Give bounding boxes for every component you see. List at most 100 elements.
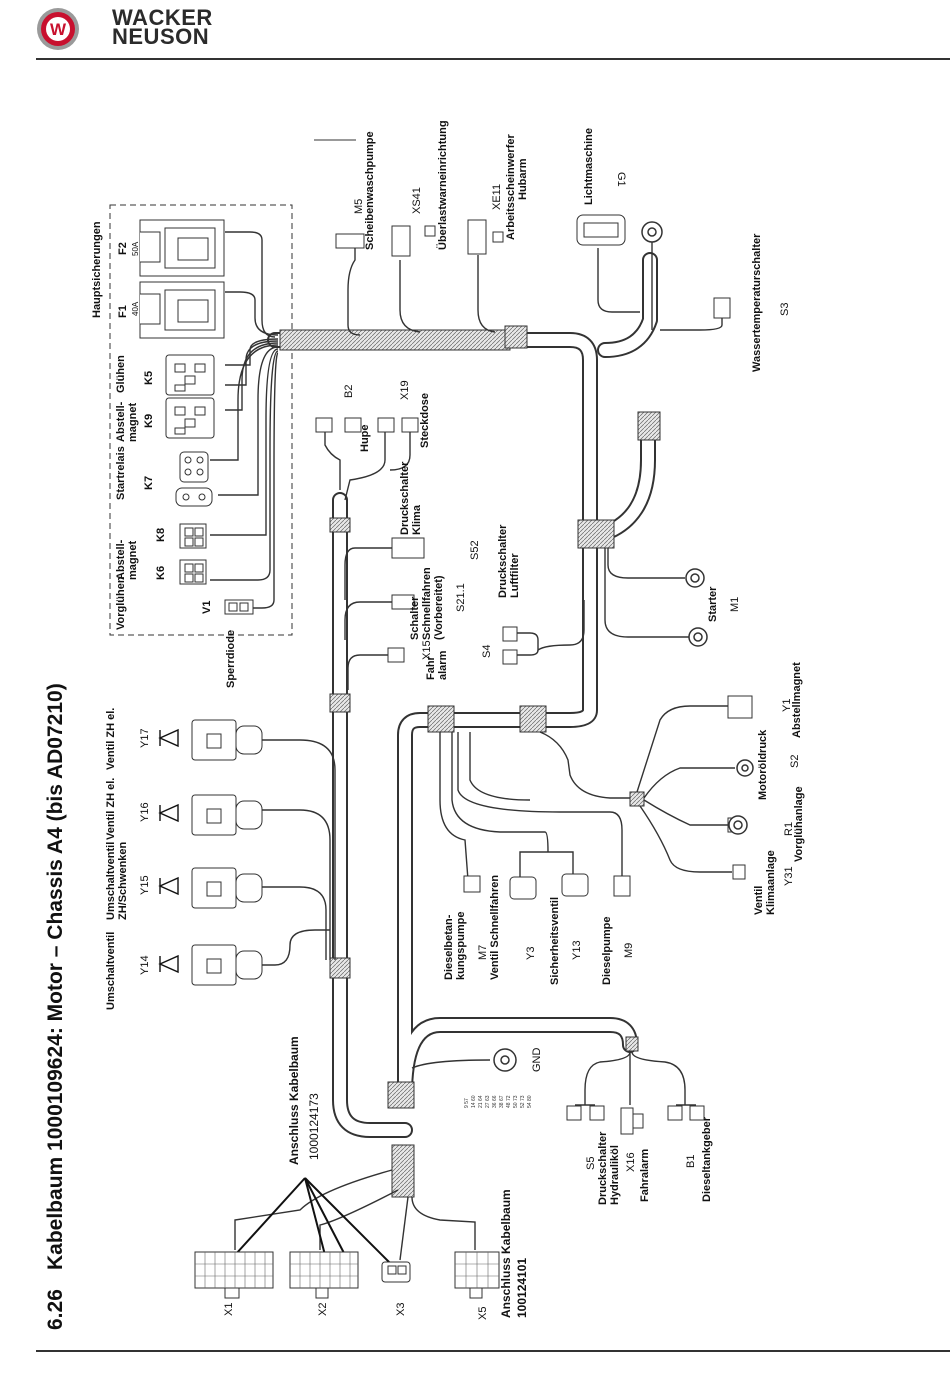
diode-v1 bbox=[224, 599, 254, 615]
label-dieselbetankungspumpe: Dieselbetan-kungspumpe bbox=[443, 912, 467, 980]
label-sicherheitsventil: Sicherheitsventil bbox=[549, 897, 561, 985]
label-motoroeldruck: Motoröldruck bbox=[757, 729, 769, 800]
label-fahralarm-top-l1: Fahr bbox=[425, 655, 437, 680]
label-abstell-k8-l1: Abstell- bbox=[115, 539, 127, 580]
label-luftfilter-l1: Druckschalter bbox=[497, 524, 509, 598]
label-x16: X16 bbox=[625, 1152, 637, 1172]
label-ventil-zh-y17: Ventil ZH el. bbox=[105, 708, 117, 770]
header-rule bbox=[36, 58, 950, 60]
label-s5: S5 bbox=[585, 1157, 597, 1170]
label-vorgluehanlage: Vorglühanlage bbox=[793, 786, 805, 862]
label-gnd: GND bbox=[531, 1048, 543, 1073]
relay-box-outline bbox=[109, 204, 293, 636]
logo-letter: W bbox=[50, 20, 67, 39]
label-fahralarm-top: Fahralarm bbox=[425, 650, 449, 680]
label-wassertemperaturschalter: Wassertemperaturschalter bbox=[751, 233, 763, 372]
label-f1-rating: 40A bbox=[131, 301, 140, 316]
label-umschaltventil-zh-l1: Umschaltventil bbox=[105, 842, 117, 920]
label-x3: X3 bbox=[395, 1303, 407, 1316]
pin-numbers-6: 48 72 bbox=[506, 1095, 512, 1108]
connector-pin-grid bbox=[195, 1252, 499, 1288]
label-y16: Y16 bbox=[139, 802, 151, 822]
label-kabelbaum-nr-2: 100124101 bbox=[515, 1258, 529, 1318]
harness-bundle-inner bbox=[269, 254, 656, 1136]
wires bbox=[210, 231, 735, 1261]
label-r1: R1 bbox=[783, 822, 795, 836]
wacker-neuson-logo-icon: W bbox=[37, 8, 79, 50]
label-m5: M5 bbox=[353, 199, 365, 214]
label-anschluss-kabelbaum-1: Anschluss Kabelbaum bbox=[287, 1036, 301, 1165]
pin-numbers-1: 14 60 bbox=[471, 1095, 477, 1108]
label-ventil-klimaanlage: VentilKlimaanlage bbox=[753, 850, 777, 915]
pin-numbers-3: 27 63 bbox=[485, 1095, 491, 1108]
label-y1: Y1 bbox=[781, 699, 793, 712]
pin-numbers-7: 50 73 bbox=[513, 1095, 519, 1108]
valve-y17 bbox=[191, 719, 263, 761]
label-f2-rating: 50A bbox=[131, 241, 140, 256]
pin-numbers-4: 36 66 bbox=[492, 1095, 498, 1108]
valve-y15 bbox=[191, 867, 263, 909]
valve-y16 bbox=[191, 794, 263, 836]
relay-k7 bbox=[175, 451, 213, 507]
label-anschluss-kabelbaum-2: Anschluss Kabelbaum bbox=[499, 1189, 513, 1318]
label-umschaltventil: Umschaltventil bbox=[105, 932, 117, 1010]
label-abstell-magnet-k9: Abstell-magnet bbox=[115, 401, 139, 442]
pin-numbers-0: 9 57 bbox=[464, 1098, 470, 1108]
fuse-f2 bbox=[139, 219, 225, 277]
label-y14: Y14 bbox=[139, 955, 151, 975]
label-dieselpumpe: Dieselpumpe bbox=[601, 917, 613, 985]
label-x5: X5 bbox=[477, 1307, 489, 1320]
label-ventil-klima-l2: Klimaanlage bbox=[765, 850, 777, 915]
label-dieselbetankung-l2: kungspumpe bbox=[455, 912, 467, 980]
label-v1: V1 bbox=[201, 601, 213, 614]
label-abstell-k8-l2: magnet bbox=[127, 541, 139, 580]
label-fahralarm-top-l2: alarm bbox=[437, 650, 449, 680]
label-arbeitsscheinwerfer-l2: Hubarm bbox=[517, 158, 529, 200]
pin-numbers-5: 38 67 bbox=[499, 1095, 505, 1108]
label-f2: F2 bbox=[117, 242, 129, 255]
label-x15: X15 bbox=[421, 640, 433, 660]
label-xs41: XS41 bbox=[411, 187, 423, 214]
relay-k6 bbox=[179, 559, 207, 585]
connector-x2 bbox=[289, 1251, 359, 1299]
label-umschaltventil-zh: UmschaltventilZH/Schwenken bbox=[105, 841, 129, 920]
label-ventil-schnellfahren: Ventil Schnellfahren bbox=[489, 875, 501, 980]
component-labels: Hauptsicherungen F1 40A F2 50A Glühen K5… bbox=[91, 120, 805, 1320]
label-vorgluehen: Vorglühen bbox=[115, 576, 127, 630]
label-sperrdiode: Sperrdiode bbox=[225, 630, 237, 688]
page-title: Kabelbaum 1000109624: Motor – Chassis A4… bbox=[44, 683, 67, 1270]
label-schalter-l2: Schnellfahren bbox=[421, 567, 433, 640]
label-arbeitsscheinwerfer: ArbeitsscheinwerferHubarm bbox=[505, 134, 529, 240]
label-abstell-k9-l2: magnet bbox=[127, 403, 139, 442]
label-hupe: Hupe bbox=[359, 425, 371, 453]
label-dieseltankgeber: Dieseltankgeber bbox=[701, 1116, 713, 1202]
label-dieselbetankung-l1: Dieselbetan- bbox=[443, 914, 455, 980]
label-m7: M7 bbox=[477, 945, 489, 960]
label-x2: X2 bbox=[317, 1303, 329, 1316]
valve-y14 bbox=[191, 944, 263, 986]
label-y15: Y15 bbox=[139, 875, 151, 895]
brand-line-2: NEUSON bbox=[112, 24, 210, 49]
pin-numbers-2: 21 64 bbox=[478, 1095, 484, 1108]
harness-sleeves bbox=[279, 325, 661, 1198]
label-k5: K5 bbox=[143, 371, 155, 385]
pin-numbers-9: 54 80 bbox=[527, 1095, 533, 1108]
fuse-f1 bbox=[139, 281, 225, 339]
label-ueberlastwarneinrichtung: Überlastwarneinrichtung bbox=[436, 120, 449, 250]
label-abstellmagnet: Abstellmagnet bbox=[791, 662, 803, 738]
label-g1: G1 bbox=[615, 172, 627, 187]
label-druckschalter-hydraulikoel: DruckschalterHydrauliköl bbox=[597, 1131, 621, 1205]
label-xe11: XE11 bbox=[491, 184, 503, 210]
label-lichtmaschine: Lichtmaschine bbox=[583, 128, 595, 205]
label-s2: S2 bbox=[789, 755, 801, 768]
label-y13: Y13 bbox=[571, 940, 583, 960]
pin-numbers-8: 52 73 bbox=[520, 1095, 526, 1108]
label-f1: F1 bbox=[117, 305, 129, 318]
label-b1: B1 bbox=[685, 1155, 697, 1168]
relay-k5 bbox=[165, 354, 215, 396]
label-schalter-schnellfahren: SchalterSchnellfahren(Vorbereitet) bbox=[409, 567, 445, 640]
label-y3: Y3 bbox=[525, 947, 537, 960]
section-number: 6.26 bbox=[44, 1289, 67, 1330]
top-connectors bbox=[315, 214, 753, 1135]
